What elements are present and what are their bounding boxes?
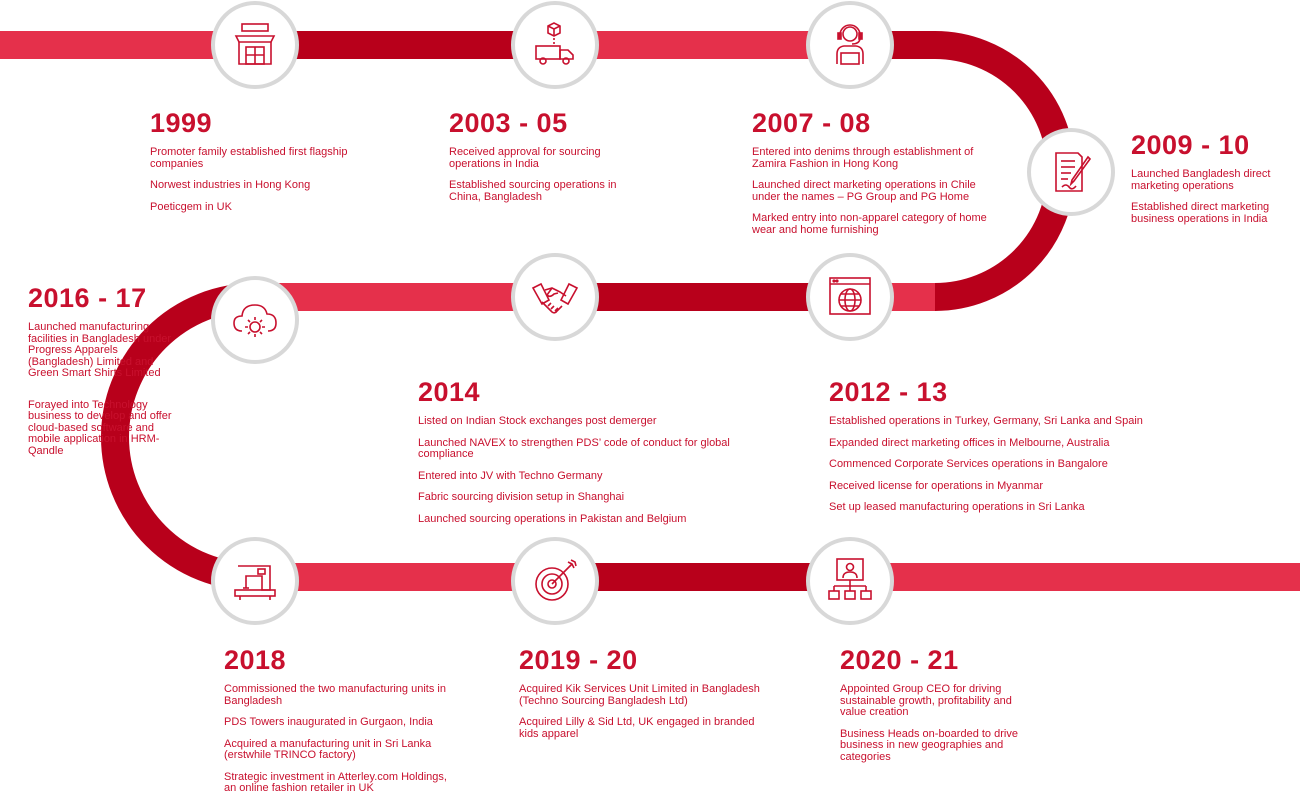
node-1999: [211, 1, 299, 89]
milestone-item: Set up leased manufacturing operations i…: [829, 501, 1085, 513]
milestone-item: Received approval for sourcing operation…: [449, 146, 601, 170]
milestone-item: Established sourcing operations in China…: [449, 179, 617, 203]
milestone-year: 2012 - 13: [829, 377, 948, 407]
node-2020: [806, 537, 894, 625]
delivery-truck-icon: [535, 22, 574, 65]
milestone-item: Norwest industries in Hong Kong: [150, 179, 311, 191]
milestone-2016: 2016 - 17 Launched manufacturing facilit…: [28, 283, 176, 467]
milestone-item: Commenced Corporate Services operations …: [829, 458, 1108, 470]
node-2009: [1027, 128, 1115, 216]
milestone-item: Commissioned the two manufacturing units…: [224, 683, 446, 707]
milestone-year: 2018: [224, 645, 287, 675]
track-curve-left: [101, 283, 256, 591]
milestone-2007: 2007 - 08 Entered into denims through es…: [752, 108, 997, 246]
target-arrow-icon: [535, 559, 577, 601]
milestone-item: Launched Bangladesh direct marketing ope…: [1131, 168, 1271, 192]
milestone-year: 2014: [418, 377, 481, 407]
milestone-year: 2019 - 20: [519, 645, 638, 675]
milestone-item: Launched direct marketing operations in …: [752, 179, 976, 203]
milestone-1999: 1999 Promoter family established first f…: [150, 108, 350, 223]
milestone-item: Launched sourcing operations in Pakistan…: [418, 512, 687, 525]
milestone-2020: 2020 - 21 Appointed Group CEO for drivin…: [840, 645, 1035, 773]
milestone-item: Marked entry into non-apparel category o…: [752, 212, 987, 236]
milestone-item: Launched NAVEX to strengthen PDS’ code o…: [418, 436, 730, 460]
handshake-icon: [531, 282, 579, 314]
milestone-year: 2003 - 05: [449, 108, 568, 138]
milestone-item: Forayed into Technology business to deve…: [28, 398, 172, 457]
milestone-item: Acquired Kik Services Unit Limited in Ba…: [519, 683, 760, 707]
milestone-2018: 2018 Commissioned the two manufacturing …: [224, 645, 456, 805]
milestone-2019: 2019 - 20 Acquired Kik Services Unit Lim…: [519, 645, 774, 750]
milestone-2014: 2014 Listed on Indian Stock exchanges po…: [418, 377, 763, 535]
node-2018: [211, 537, 299, 625]
sewing-machine-icon: [234, 565, 276, 600]
milestone-2012: 2012 - 13 Established operations in Turk…: [829, 377, 1189, 524]
milestone-item: Launched manufacturing facilities in Ban…: [28, 321, 172, 379]
milestone-year: 2009 - 10: [1131, 130, 1250, 160]
node-2003: [511, 1, 599, 89]
milestone-item: Acquired a manufacturing unit in Sri Lan…: [224, 737, 432, 761]
milestone-2003: 2003 - 05 Received approval for sourcing…: [449, 108, 649, 213]
milestone-item: Established direct marketing business op…: [1131, 201, 1270, 225]
milestone-item: Established operations in Turkey, German…: [829, 415, 1143, 427]
milestone-item: Business Heads on-boarded to drive busin…: [840, 727, 1018, 763]
milestone-year: 2007 - 08: [752, 108, 871, 138]
milestone-year: 1999: [150, 108, 213, 138]
milestone-item: Appointed Group CEO for driving sustaina…: [840, 683, 1012, 718]
milestone-year: 2020 - 21: [840, 645, 959, 675]
milestone-item: Listed on Indian Stock exchanges post de…: [418, 415, 657, 427]
node-2014: [511, 253, 599, 341]
milestone-item: Promoter family established first flagsh…: [150, 146, 348, 170]
web-globe-icon: [829, 277, 871, 315]
org-chart-presentation-icon: [828, 558, 872, 600]
milestone-item: Acquired Lilly & Sid Ltd, UK engaged in …: [519, 716, 755, 740]
document-signing-icon: [1055, 152, 1092, 192]
milestone-item: Strategic investment in Atterley.com Hol…: [224, 770, 447, 794]
milestone-item: Entered into denims through establishmen…: [752, 146, 974, 170]
milestone-item: Expanded direct marketing offices in Mel…: [829, 436, 1110, 449]
milestone-item: Entered into JV with Techno Germany: [418, 469, 603, 482]
milestone-item: Poeticgem in UK: [150, 200, 232, 213]
storefront-icon: [234, 23, 276, 65]
node-2019: [511, 537, 599, 625]
node-2016: [211, 276, 299, 364]
node-2012: [806, 253, 894, 341]
node-2007: [806, 1, 894, 89]
milestone-year: 2016 - 17: [28, 283, 147, 313]
cloud-settings-icon: [233, 304, 277, 337]
milestone-item: Received license for operations in Myanm…: [829, 479, 1043, 492]
call-center-agent-icon: [836, 24, 864, 65]
milestone-item: Fabric sourcing division setup in Shangh…: [418, 491, 625, 503]
milestone-2009: 2009 - 10 Launched Bangladesh direct mar…: [1131, 130, 1291, 235]
milestone-item: PDS Towers inaugurated in Gurgaon, India: [224, 716, 433, 728]
